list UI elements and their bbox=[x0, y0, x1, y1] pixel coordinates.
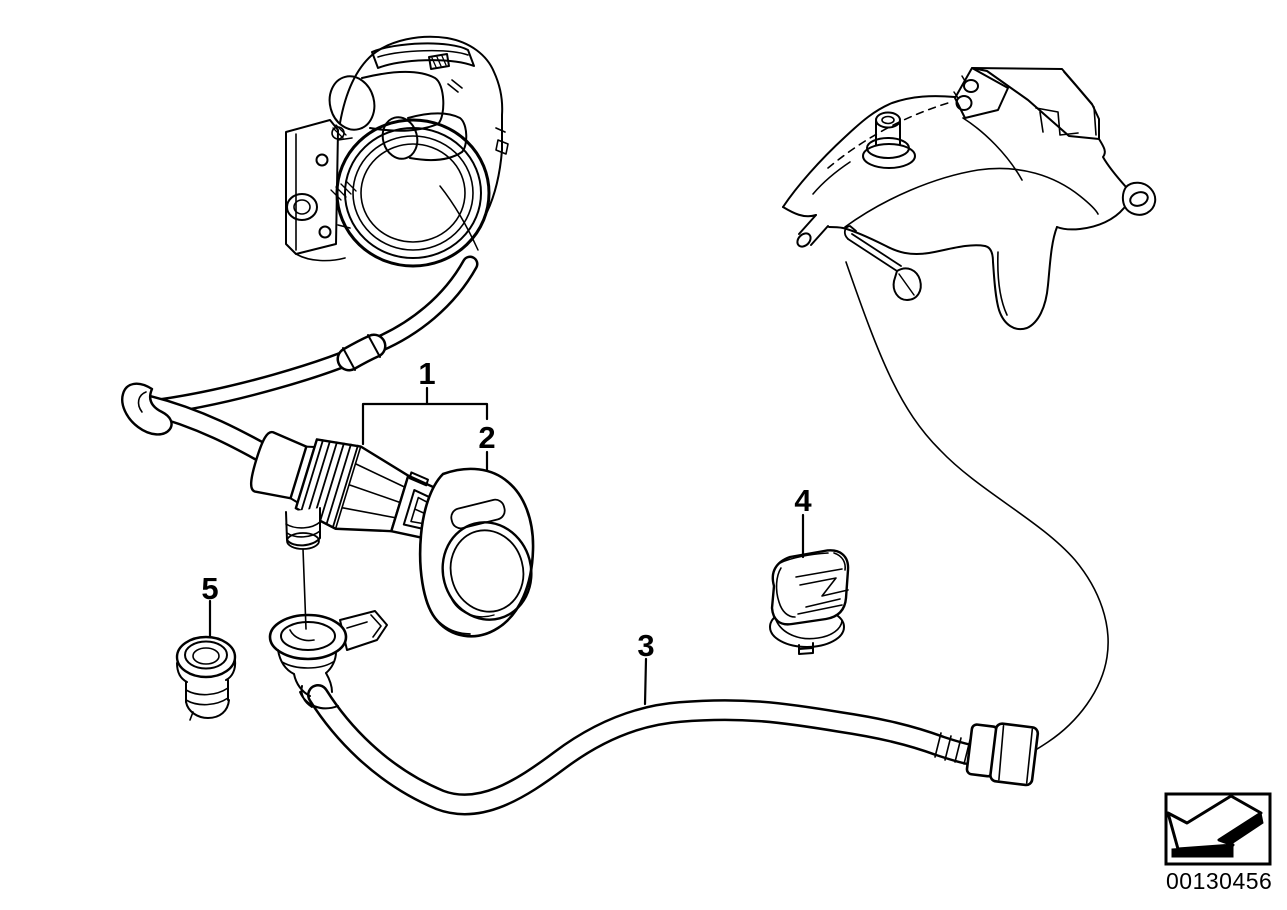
callout-4[interactable]: 4 bbox=[794, 483, 812, 518]
seal-holder-part bbox=[418, 467, 535, 638]
throttle-body-illustration bbox=[285, 35, 509, 268]
fuel-tank-illustration bbox=[782, 67, 1157, 754]
vent-hose-upper bbox=[121, 185, 479, 469]
fuel-vent-pipe bbox=[268, 610, 1040, 816]
tank-bracket bbox=[953, 67, 1100, 140]
callout-5[interactable]: 5 bbox=[201, 571, 218, 606]
direction-arrow-button[interactable] bbox=[1164, 792, 1272, 866]
callout-3[interactable]: 3 bbox=[637, 628, 654, 663]
callout-2[interactable]: 2 bbox=[478, 420, 495, 455]
callout-1[interactable]: 1 bbox=[418, 356, 435, 391]
direction-arrow-icon bbox=[1166, 794, 1264, 858]
elbow-connector bbox=[268, 610, 388, 710]
grommet-part bbox=[175, 635, 237, 721]
vent-valve-part bbox=[249, 430, 452, 550]
diagram-part-number: 00130456 bbox=[1166, 868, 1273, 894]
leader-lines bbox=[208, 386, 805, 706]
clip-part bbox=[769, 549, 850, 655]
